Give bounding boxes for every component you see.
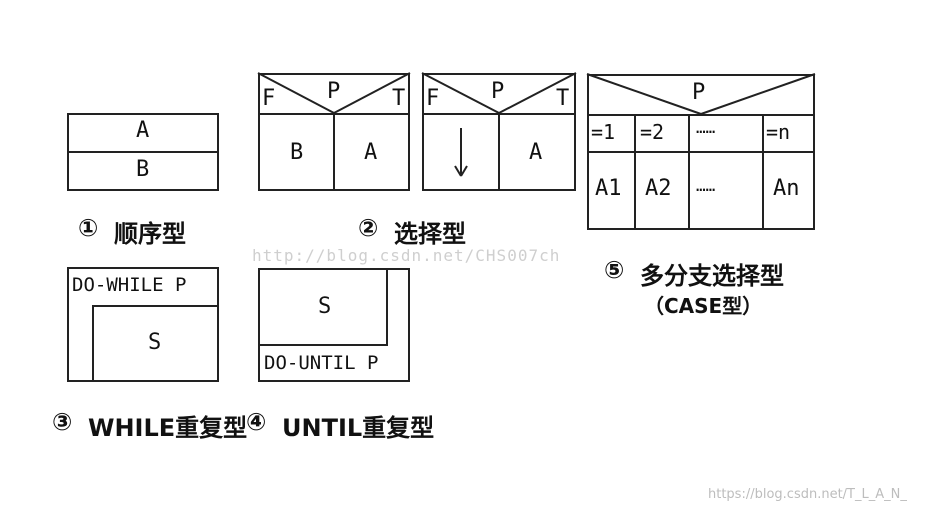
choice-right-divider: [498, 113, 500, 191]
while-caption-number: ③: [52, 408, 73, 436]
case-condition-n: =n: [766, 120, 791, 144]
choice-right-p: P: [491, 79, 505, 104]
choice-caption-number: ②: [358, 214, 379, 242]
case-condition-line: [587, 151, 815, 153]
while-header-line: [92, 305, 219, 307]
choice-left-t: T: [392, 86, 406, 111]
case-col-divider-3: [762, 114, 764, 230]
sequence-caption-number: ①: [78, 214, 99, 242]
case-action-1: A1: [595, 176, 622, 201]
case-caption-number: ⑤: [604, 256, 625, 284]
choice-right-triangle: [421, 72, 577, 114]
sequence-cell-a: A: [136, 118, 150, 143]
until-footer: DO-UNTIL P: [264, 352, 379, 374]
case-p: P: [692, 80, 706, 105]
case-action-ellipsis: ……: [696, 176, 716, 195]
until-caption: UNTIL重复型: [282, 414, 435, 442]
choice-left-f: F: [262, 86, 276, 111]
sequence-divider: [67, 151, 219, 153]
case-action-2: A2: [645, 176, 672, 201]
while-caption: WHILE重复型: [88, 414, 248, 442]
choice-left-p: P: [327, 79, 341, 104]
choice-left-divider: [333, 113, 335, 191]
case-triangle: [586, 73, 816, 115]
case-col-divider-1: [634, 114, 636, 230]
case-caption-2: （CASE型）: [644, 294, 763, 318]
case-condition-2: =2: [640, 120, 665, 144]
sequence-caption: 顺序型: [114, 220, 186, 248]
while-inner-left: [92, 305, 94, 382]
until-caption-number: ④: [246, 408, 267, 436]
until-inner-right: [386, 268, 388, 346]
choice-left-triangle: [257, 72, 411, 114]
until-body: S: [318, 294, 332, 319]
choice-left-a: A: [364, 140, 378, 165]
case-caption: 多分支选择型: [640, 262, 784, 290]
choice-right-down-arrow-icon: [454, 128, 468, 177]
sequence-cell-b: B: [136, 157, 150, 182]
choice-left-b: B: [290, 140, 304, 165]
case-header-line: [587, 114, 815, 116]
until-box: [258, 268, 410, 382]
until-footer-line: [258, 344, 388, 346]
case-condition-ellipsis: ……: [696, 118, 716, 137]
center-watermark: http://blog.csdn.net/CHS007ch: [252, 246, 561, 265]
case-col-divider-2: [688, 114, 690, 230]
choice-right-a: A: [529, 140, 543, 165]
while-header: DO-WHILE P: [72, 274, 187, 296]
case-condition-1: =1: [591, 120, 616, 144]
choice-right-t: T: [556, 86, 570, 111]
case-action-n: An: [773, 176, 800, 201]
choice-right-f: F: [426, 86, 440, 111]
choice-caption: 选择型: [394, 220, 466, 248]
while-body: S: [148, 330, 162, 355]
corner-watermark: https://blog.csdn.net/T_L_A_N_: [708, 487, 907, 502]
